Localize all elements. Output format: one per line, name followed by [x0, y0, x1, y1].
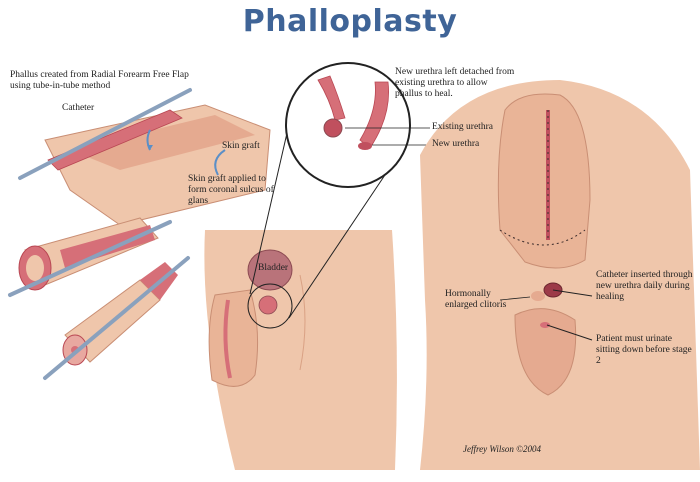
phallus-tube-illustration — [43, 256, 190, 380]
label-patient-must: Patient must urinate sitting down before… — [596, 334, 692, 366]
label-skin-graft-applied: Skin graft applied to form coronal sulcu… — [188, 174, 274, 206]
page-title: Phalloplasty — [242, 4, 458, 39]
label-bladder: Bladder — [258, 263, 289, 273]
label-new-urethra-detached: New urethra left detached from existing … — [395, 67, 515, 99]
label-hormonally-enlarged: Hormonally enlarged clitoris — [445, 289, 507, 310]
label-skin-graft: Skin graft — [222, 141, 260, 151]
label-intro: Phallus created from Radial Forearm Free… — [10, 70, 189, 91]
magnified-inset — [285, 62, 430, 188]
flap-illustration — [18, 88, 271, 226]
artist-signature: Jeffrey Wilson ©2004 — [463, 444, 541, 454]
label-catheter: Catheter — [62, 103, 95, 113]
label-existing-urethra: Existing urethra — [432, 122, 493, 132]
torso-illustration — [420, 80, 700, 470]
label-new-urethra: New urethra — [432, 139, 480, 149]
tube-illustration — [8, 217, 172, 297]
body-illustration — [204, 119, 397, 470]
label-catheter-inserted: Catheter inserted through new urethra da… — [596, 270, 693, 302]
